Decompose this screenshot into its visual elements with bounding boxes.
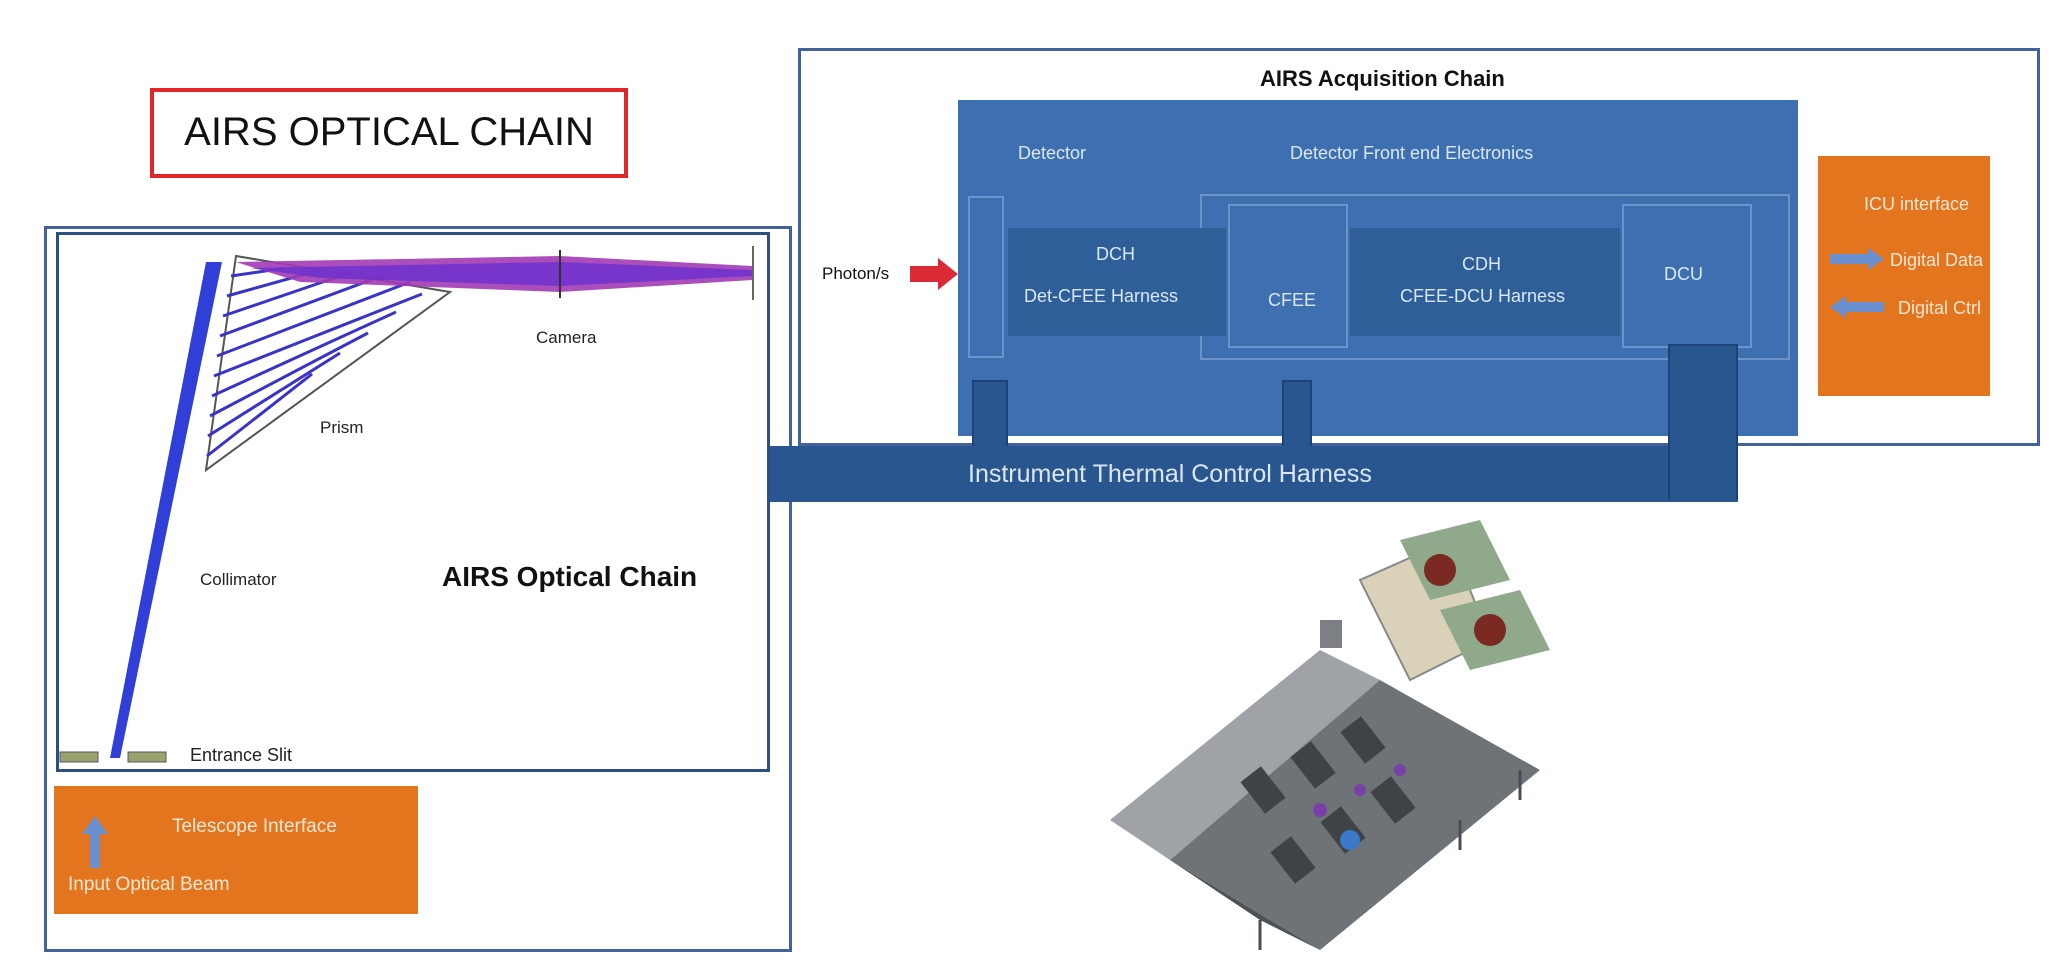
cdh-label-1: CDH — [1462, 254, 1501, 274]
optical-chain-title-box: AIRS OPTICAL CHAIN — [150, 88, 628, 178]
thermal-connector-cfee — [1282, 380, 1312, 450]
left-arrow-icon — [1830, 296, 1884, 318]
slit-right-block — [127, 751, 167, 763]
thermal-connector-dcu-front — [1668, 440, 1738, 500]
dch-harness — [1008, 228, 1226, 336]
input-beam-label: Input Optical Beam — [68, 874, 230, 895]
cdh-harness — [1350, 228, 1620, 336]
telescope-interface-box: Telescope Interface Input Optical Beam — [54, 786, 418, 914]
cdh-label-2: CFEE-DCU Harness — [1400, 286, 1566, 306]
detector-element — [968, 196, 1004, 358]
photon-input-label: Photon/s — [822, 264, 890, 283]
thermal-harness-bar: Instrument Thermal Control Harness — [770, 446, 1738, 502]
cfee-box — [1228, 204, 1348, 348]
thermal-harness-label: Instrument Thermal Control Harness — [968, 460, 1372, 488]
optical-outer-frame — [44, 226, 792, 952]
optical-chain-label: AIRS Optical Chain — [442, 561, 698, 592]
acquisition-title: AIRS Acquisition Chain — [1260, 66, 1505, 91]
collimator-label: Collimator — [200, 570, 277, 589]
thermal-connector-detector — [972, 380, 1008, 450]
digital-data-label: Digital Data — [1890, 250, 1984, 270]
camera-beam — [236, 246, 754, 300]
dcu-label: DCU — [1664, 264, 1703, 284]
right-arrow-icon — [1830, 248, 1884, 270]
slit-left-block — [59, 751, 99, 763]
camera-label: Camera — [536, 328, 597, 347]
dch-label-1: DCH — [1096, 244, 1135, 264]
dch-label-2: Det-CFEE Harness — [1024, 286, 1179, 306]
detector-label: Detector — [1018, 143, 1087, 163]
instrument-render — [1110, 520, 1550, 950]
telescope-interface-title: Telescope Interface — [172, 816, 337, 837]
photon-arrow-icon — [910, 258, 958, 290]
collimator-beam — [110, 262, 222, 758]
icu-interface-title: ICU interface — [1864, 194, 1970, 214]
optical-chain-panel — [56, 232, 770, 772]
digital-ctrl-label: Digital Ctrl — [1898, 298, 1982, 318]
cfee-label: CFEE — [1268, 290, 1317, 310]
prism-label: Prism — [320, 418, 364, 437]
front-end-label: Detector Front end Electronics — [1290, 143, 1534, 163]
optical-diagram — [59, 246, 754, 763]
up-arrow-icon — [82, 816, 108, 868]
entrance-slit-label: Entrance Slit — [190, 745, 293, 765]
icu-interface-box: ICU interface Digital Data Digital Ctrl — [1818, 156, 1990, 396]
optical-chain-title: AIRS OPTICAL CHAIN — [184, 110, 594, 154]
